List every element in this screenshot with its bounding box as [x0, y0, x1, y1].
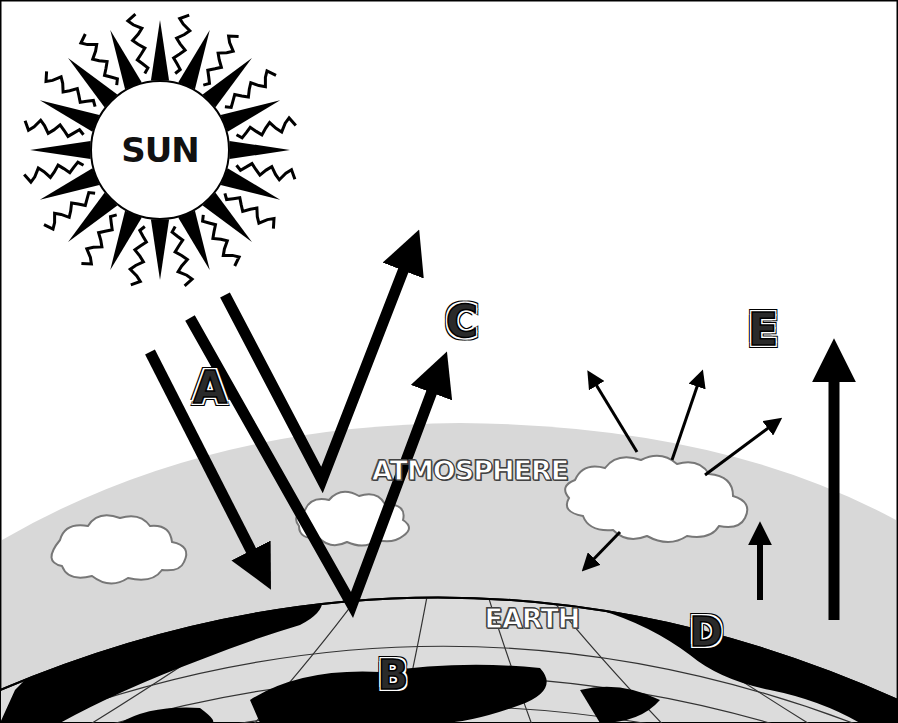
- callout-letter: A: [193, 366, 227, 410]
- callout-letter: B: [378, 655, 409, 695]
- atmosphere-label: ATMOSPHERE: [372, 457, 569, 484]
- sun-label: SUN: [121, 130, 199, 170]
- continents: [0, 569, 898, 723]
- callout-letter: D: [689, 612, 722, 652]
- sun-circle: SUN: [90, 80, 230, 220]
- clouds: [51, 456, 747, 584]
- radiation-arrows: [150, 248, 834, 620]
- callout-letter: E: [748, 308, 778, 352]
- sun-rays: [24, 14, 296, 286]
- earth-label: EARTH: [485, 605, 580, 632]
- earth-grid: [0, 560, 898, 723]
- callout-letter: C: [446, 300, 478, 344]
